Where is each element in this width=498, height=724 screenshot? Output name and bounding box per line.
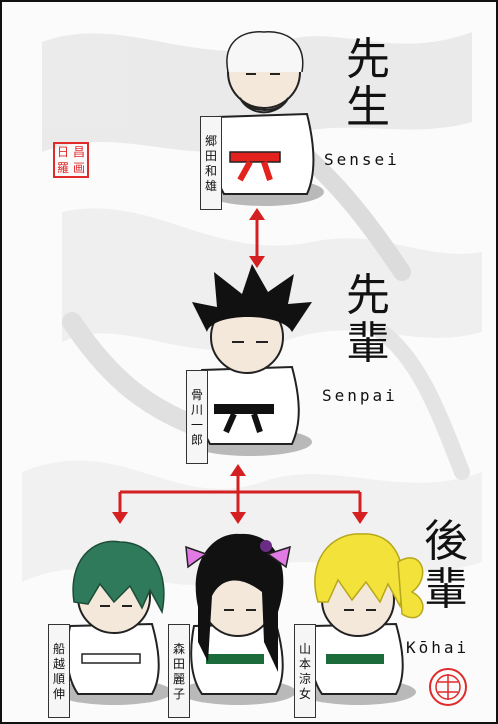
kohai-3-figure (300, 533, 424, 705)
kohai-1-figure (56, 540, 172, 705)
name-char: 川 (190, 402, 203, 417)
sensei-kanji-1: 先 (346, 34, 390, 85)
name-char: 本 (298, 656, 311, 671)
name-char: 郎 (190, 432, 203, 447)
kohai-3-name-label: 山 本 涼 女 (294, 624, 316, 718)
kohai-romaji: Kōhai (406, 638, 470, 657)
senpai-kanji-1: 先 (346, 270, 390, 321)
name-char: 骨 (190, 387, 203, 402)
name-char: 順 (52, 671, 65, 686)
name-char: 雄 (204, 178, 217, 193)
kohai-1-name-label: 船 越 順 伸 (48, 624, 70, 718)
name-char: 山 (298, 641, 311, 656)
arrow-sensei-senpai (249, 208, 265, 268)
sensei-figure (204, 31, 324, 206)
sensei-kanji-2: 生 (346, 82, 390, 133)
seal-char: 日 (56, 145, 69, 159)
arrow-senpai-kohai (112, 464, 368, 524)
name-char: 船 (52, 641, 65, 656)
name-char: 和 (204, 163, 217, 178)
sensei-romaji: Sensei (324, 150, 400, 169)
sensei-title: 先 生 (338, 36, 398, 132)
kohai-2-name-label: 森 田 麗 子 (168, 624, 190, 718)
name-char: 田 (172, 656, 185, 671)
name-char: 涼 (298, 671, 311, 686)
kohai-title: 後 輩 (416, 518, 476, 614)
senpai-title: 先 輩 (338, 272, 398, 368)
right-seal-stamp (429, 668, 467, 706)
sensei-name-label: 郷 田 和 雄 (200, 116, 222, 210)
left-seal: 日 昌 羅 画 (53, 142, 89, 178)
name-char: 田 (204, 148, 217, 163)
name-char: 越 (52, 656, 65, 671)
name-char: 女 (298, 686, 311, 701)
name-char: 麗 (172, 671, 185, 686)
kohai-2-figure (180, 533, 296, 705)
name-char: 伸 (52, 686, 65, 701)
kohai-kanji-1: 後 (424, 516, 468, 567)
seal-char: 昌 (72, 145, 85, 159)
senpai-romaji: Senpai (322, 386, 398, 405)
name-char: 一 (190, 417, 203, 432)
name-char: 子 (172, 686, 185, 701)
name-char: 森 (172, 641, 185, 656)
senpai-kanji-2: 輩 (346, 318, 390, 369)
name-char: 郷 (204, 133, 217, 148)
seal-char: 画 (72, 161, 85, 175)
senpai-name-label: 骨 川 一 郎 (186, 370, 208, 464)
seal-char: 羅 (56, 161, 69, 175)
kohai-kanji-2: 輩 (424, 564, 468, 615)
